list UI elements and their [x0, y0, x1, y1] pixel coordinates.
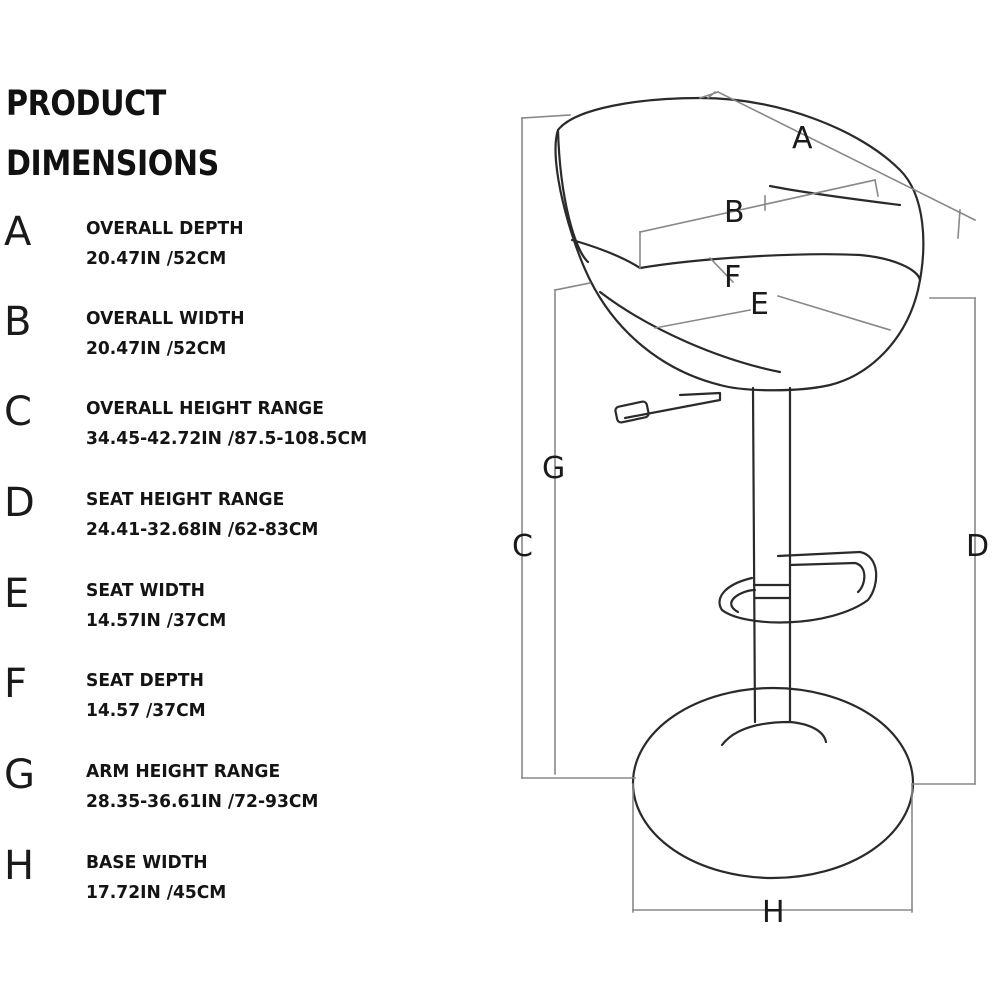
spec-letter: B: [4, 299, 32, 345]
spec-label: SEAT WIDTH: [86, 580, 205, 601]
dim-label-d: D: [966, 529, 989, 564]
spec-label: SEAT HEIGHT RANGE: [86, 489, 285, 510]
dim-label-f: F: [724, 260, 741, 295]
dim-label-b: B: [724, 195, 745, 230]
spec-label: ARM HEIGHT RANGE: [86, 761, 281, 782]
spec-label: OVERALL WIDTH: [86, 308, 245, 329]
spec-label: BASE WIDTH: [86, 852, 208, 873]
dim-label-h: H: [762, 895, 785, 930]
spec-letter: E: [4, 571, 30, 617]
spec-row-d: D SEAT HEIGHT RANGE 24.41-32.68IN /62-83…: [0, 483, 470, 559]
lever-grip: [614, 400, 650, 424]
spec-row-c: C OVERALL HEIGHT RANGE 34.45-42.72IN /87…: [0, 392, 470, 468]
spec-letter: H: [4, 843, 35, 889]
spec-value: 34.45-42.72IN /87.5-108.5CM: [86, 428, 368, 449]
title-line-1: PRODUCT: [6, 84, 166, 124]
spec-value: 28.35-36.61IN /72-93CM: [86, 791, 319, 812]
dim-label-e: E: [750, 287, 769, 322]
stool-footrest: [718, 550, 878, 624]
dim-label-g: G: [542, 451, 565, 486]
dim-label-c: C: [512, 529, 533, 564]
spec-row-f: F SEAT DEPTH 14.57 /37CM: [0, 664, 470, 740]
spec-row-e: E SEAT WIDTH 14.57IN /37CM: [0, 574, 470, 650]
spec-value: 24.41-32.68IN /62-83CM: [86, 519, 319, 540]
spec-row-b: B OVERALL WIDTH 20.47IN /52CM: [0, 302, 470, 378]
spec-row-a: A OVERALL DEPTH 20.47IN /52CM: [0, 212, 470, 288]
spec-letter: D: [4, 480, 35, 526]
spec-label: OVERALL DEPTH: [86, 218, 244, 239]
spec-value: 14.57IN /37CM: [86, 610, 227, 631]
title-line-2: DIMENSIONS: [6, 144, 219, 184]
stool-seat-shell: [554, 96, 925, 392]
spec-value: 14.57 /37CM: [86, 700, 206, 721]
spec-row-h: H BASE WIDTH 17.72IN /45CM: [0, 846, 470, 922]
height-lever: [623, 391, 722, 420]
spec-letter: A: [4, 209, 32, 255]
dim-label-a: A: [792, 121, 813, 156]
spec-value: 17.72IN /45CM: [86, 882, 227, 903]
stool-base: [631, 686, 915, 880]
spec-letter: F: [4, 661, 28, 707]
page-title: PRODUCT DIMENSIONS: [6, 74, 219, 194]
spec-label: SEAT DEPTH: [86, 670, 204, 691]
spec-letter: C: [4, 389, 32, 435]
spec-value: 20.47IN /52CM: [86, 338, 227, 359]
spec-row-g: G ARM HEIGHT RANGE 28.35-36.61IN /72-93C…: [0, 755, 470, 831]
spec-value: 20.47IN /52CM: [86, 248, 227, 269]
spec-letter: G: [4, 752, 35, 798]
spec-label: OVERALL HEIGHT RANGE: [86, 398, 324, 419]
